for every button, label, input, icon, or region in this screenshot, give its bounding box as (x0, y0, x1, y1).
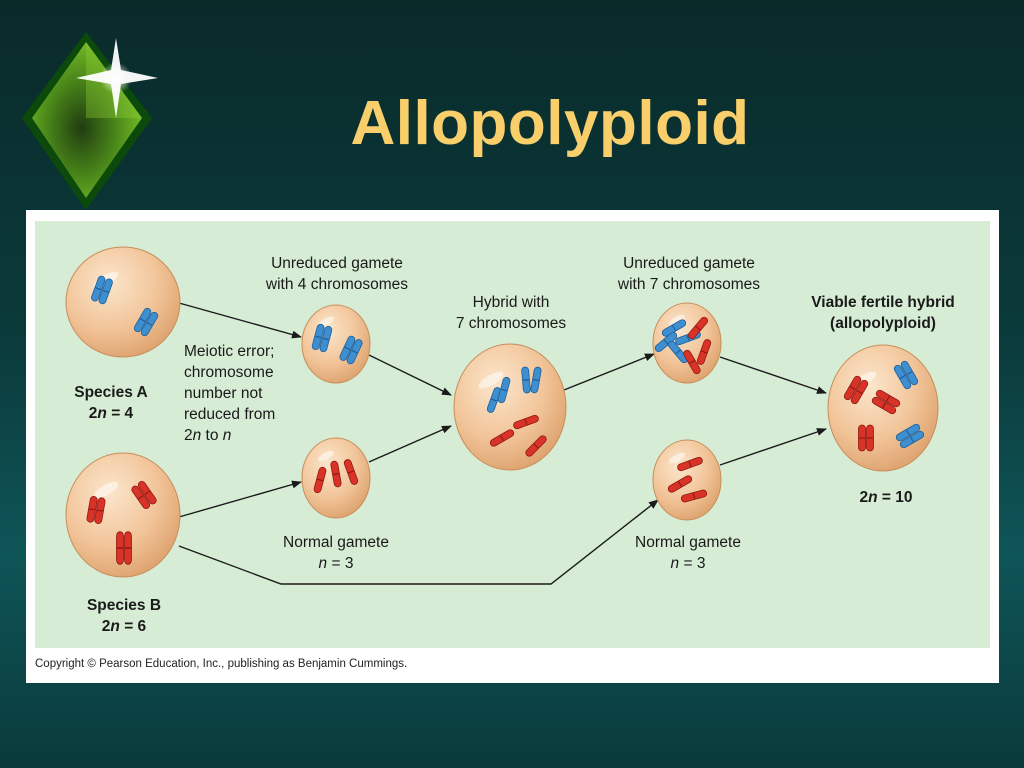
species-b-cell (65, 452, 181, 578)
arrow-species-b-to-normal-gamete (178, 480, 302, 518)
species-a-cell (65, 246, 181, 358)
arrow-species-a-to-unreduced-gamete (178, 302, 302, 339)
species-a-label: Species A 2n = 4 (74, 384, 148, 422)
page-title: Allopolyploid (350, 89, 750, 158)
unreduced-gamete-7-cell (652, 302, 722, 384)
normal-gamete-b-label: Normal gamete n = 3 (283, 534, 389, 572)
unreduced-gamete-7-label: Unreduced gamete with 7 chromosomes (617, 255, 761, 293)
normal-gamete-2-label: Normal gamete n = 3 (635, 534, 741, 572)
unreduced-gamete-4-label: Unreduced gamete with 4 chromosomes (265, 255, 409, 293)
normal-gamete-2-cell (652, 439, 722, 521)
normal-gamete-b-cell (301, 437, 371, 519)
allopolyploid-diagram (35, 221, 990, 648)
arrow-species-b-to-normal-gamete-2 (178, 499, 659, 585)
viable-hybrid-cell (827, 344, 939, 472)
meiotic-error-label: Meiotic error; chromosome number not red… (184, 343, 276, 444)
species-b-label: Species B 2n = 6 (86, 597, 162, 635)
diagram-panel: Species A 2n = 4 Meiotic error; chromoso… (26, 210, 999, 683)
unreduced-gamete-4-cell (301, 304, 371, 384)
copyright-notice: Copyright © Pearson Education, Inc., pub… (35, 658, 408, 670)
hybrid-7-label: Hybrid with 7 chromosomes (455, 294, 567, 332)
arrows (178, 302, 827, 585)
hybrid-7-cell (453, 343, 567, 471)
arrow-normal-gamete-to-hybrid (368, 425, 452, 463)
green-diamond-sparkle-icon (22, 32, 158, 210)
arrow-unreduced-gamete-to-hybrid (368, 354, 452, 396)
viable-hybrid-ploidy-label: 2n = 10 (859, 489, 913, 506)
arrow-normal-gamete-2-to-viable-hybrid (719, 428, 827, 466)
viable-hybrid-label: Viable fertile hybrid (allopolyploid) (811, 294, 955, 332)
arrow-unreduced-gamete-7-to-viable-hybrid (719, 356, 827, 394)
arrow-hybrid-to-unreduced-gamete-7 (563, 353, 655, 391)
